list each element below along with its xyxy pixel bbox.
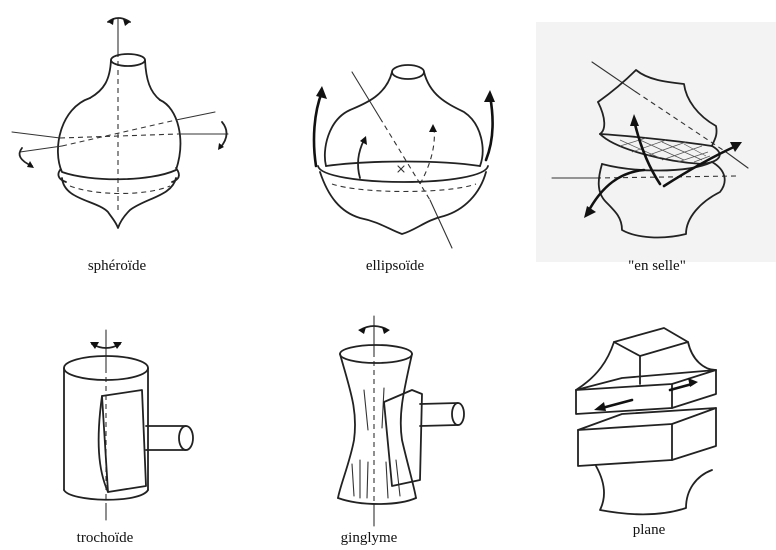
panel-spheroide: sphéroïde (0, 0, 260, 275)
caption-ellipsoide: ellipsoïde (340, 258, 450, 275)
panel-ginglyme: ginglyme (280, 290, 530, 550)
ginglyme-drawing (280, 290, 530, 550)
plane-drawing (536, 290, 776, 550)
caption-plane: plane (594, 522, 704, 539)
ellipsoide-drawing (280, 0, 530, 275)
caption-spheroide: sphéroïde (62, 258, 172, 275)
panel-ellipsoide: ellipsoïde (280, 0, 530, 275)
caption-en-selle: "en selle" (602, 258, 712, 275)
panel-trochoide: trochoïde (0, 290, 260, 550)
panel-plane: plane (536, 290, 776, 550)
en-selle-drawing (536, 22, 776, 275)
spheroide-drawing (0, 0, 260, 275)
panel-en-selle: "en selle" (536, 22, 776, 275)
caption-ginglyme: ginglyme (314, 530, 424, 547)
trochoide-drawing (0, 290, 260, 550)
caption-trochoide: trochoïde (50, 530, 160, 547)
